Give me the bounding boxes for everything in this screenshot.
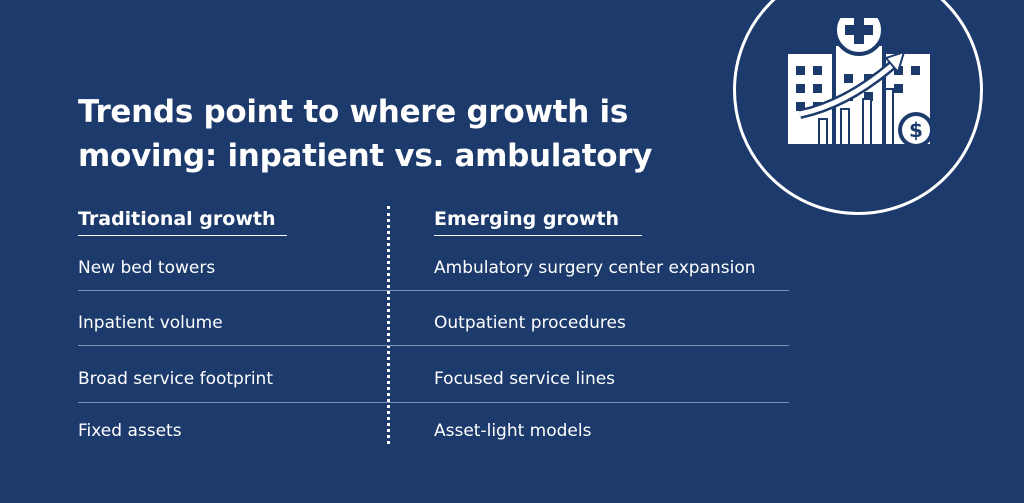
traditional-item: Inpatient volume (78, 313, 223, 333)
traditional-item: New bed towers (78, 258, 216, 278)
row-divider (78, 402, 789, 403)
traditional-item: Fixed assets (78, 421, 182, 441)
emerging-item: Asset-light models (434, 421, 592, 441)
hospital-growth-icon: $ (788, 18, 934, 148)
emerging-item: Ambulatory surgery center expansion (434, 258, 756, 278)
emerging-item: Outpatient procedures (434, 313, 626, 333)
title-line-2: moving: inpatient vs. ambulatory (78, 138, 653, 174)
emerging-growth-header: Emerging growth (434, 208, 642, 236)
page-title: Trends point to where growth is moving: … (78, 90, 738, 178)
title-line-1: Trends point to where growth is (78, 94, 628, 130)
dotted-column-divider (387, 206, 390, 444)
row-divider (78, 290, 789, 291)
svg-text:$: $ (909, 118, 923, 142)
hospital-growth-badge: $ (733, 0, 983, 215)
traditional-item: Broad service footprint (78, 369, 273, 389)
emerging-item: Focused service lines (434, 369, 616, 389)
traditional-growth-header: Traditional growth (78, 208, 287, 236)
row-divider (78, 345, 789, 346)
